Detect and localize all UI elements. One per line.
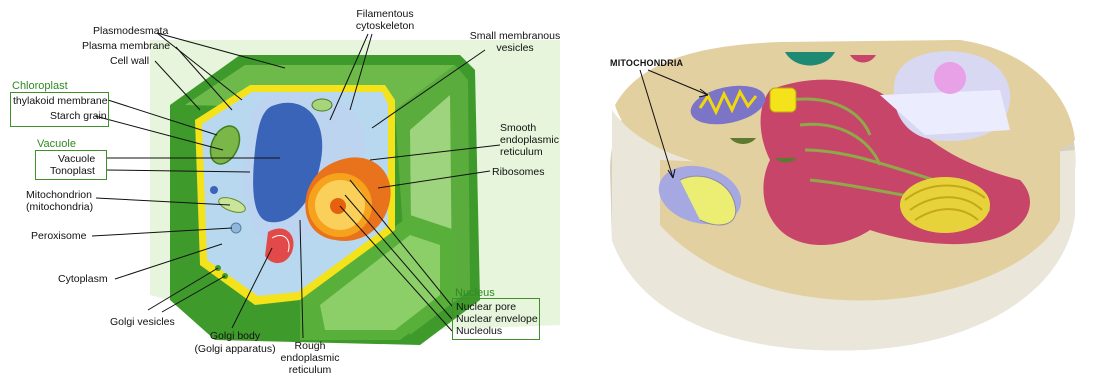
label-cytoplasm: Cytoplasm [58, 273, 108, 285]
label-nucleolus: Nucleolus [456, 325, 502, 337]
label-chloroplast-heading: Chloroplast [12, 80, 68, 92]
animal-cell-illustration [610, 40, 1075, 350]
label-rough-er-3: reticulum [270, 364, 350, 376]
label-cell-wall: Cell wall [110, 55, 149, 67]
label-rough-er-1: Rough [280, 340, 340, 352]
label-nuclear-pore: Nuclear pore [456, 301, 516, 313]
label-mitochondria-animal: MITOCHONDRIA [610, 58, 683, 68]
vesicle-small-2 [312, 129, 320, 137]
label-smooth-er-1: Smooth [500, 122, 536, 134]
animal-nucleolus [934, 62, 966, 94]
label-mitochondrion: Mitochondrion [26, 189, 92, 201]
label-plasma-membrane: Plasma membrane [82, 40, 170, 52]
label-smooth-er-2: endoplasmic [500, 134, 559, 146]
label-tonoplast: Tonoplast [50, 165, 95, 177]
nucleolus [330, 198, 346, 214]
animal-yellow-organelle [770, 88, 796, 112]
label-golgi-vesicles: Golgi vesicles [110, 316, 175, 328]
label-rough-er-2: endoplasmic [270, 352, 350, 364]
animal-yellow-barrel [770, 88, 796, 112]
label-golgi-body: Golgi body [195, 330, 275, 342]
peroxisome [231, 223, 241, 233]
label-nuclear-envelope: Nuclear envelope [456, 313, 538, 325]
label-filamentous-1: Filamentous [345, 8, 425, 20]
label-small-vesicles-1: Small membranous [460, 30, 570, 42]
label-starch-grain: Starch grain [50, 110, 107, 122]
label-peroxisome: Peroxisome [31, 230, 86, 242]
label-filamentous-2: cytoskeleton [345, 20, 425, 32]
label-mitochondria: (mitochondria) [26, 201, 93, 213]
vesicle-small-1 [210, 186, 218, 194]
chloroplast-2 [312, 99, 332, 111]
label-smooth-er-3: reticulum [500, 146, 543, 158]
label-plasmodesmata: Plasmodesmata [93, 25, 168, 37]
label-vacuole-heading: Vacuole [37, 138, 76, 150]
label-small-vesicles-2: vesicles [460, 42, 570, 54]
label-ribosomes: Ribosomes [492, 166, 545, 178]
label-thylakoid: thylakoid membrane [13, 95, 108, 107]
label-vacuole: Vacuole [58, 153, 95, 165]
